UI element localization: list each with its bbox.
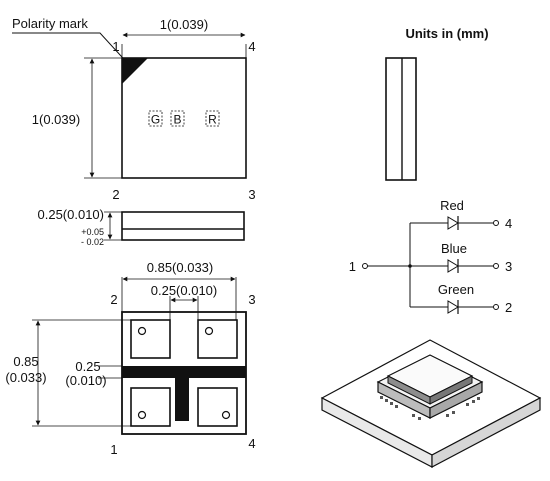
terminal-common (362, 263, 368, 269)
pad-top-left (130, 319, 171, 359)
diode-green (447, 300, 459, 314)
top-pin-4: 4 (248, 39, 255, 54)
pad-bottom-left (130, 387, 171, 427)
bottom-height-in: (0.033) (5, 370, 46, 385)
terminal-red (493, 220, 499, 226)
side-view-outline (121, 211, 245, 241)
bottom-pin-1: 1 (110, 442, 117, 457)
circuit-schematic: 1 Red 4 Blue 3 Green 2 (349, 198, 512, 315)
package-base-right (429, 381, 483, 419)
green-pin-label: 2 (505, 300, 512, 315)
bottom-pad-span: 0.85(0.033) (147, 260, 214, 275)
terminal-blue (493, 263, 499, 269)
bottom-gap-width: 0.25(0.010) (151, 283, 218, 298)
bottom-gap-height-mm: 0.25 (75, 359, 100, 374)
diode-red (447, 216, 459, 230)
top-view-outline (121, 57, 247, 179)
red-pin-label: 4 (505, 216, 512, 231)
bottom-height-mm: 0.85 (13, 354, 38, 369)
blue-led-label: Blue (441, 241, 467, 256)
isometric-package (320, 339, 542, 468)
diode-blue (447, 259, 459, 273)
via-circle (137, 410, 147, 420)
bottom-pin-4: 4 (248, 436, 255, 451)
common-pin-label: 1 (349, 259, 356, 274)
polarity-mark-label: Polarity mark (12, 16, 88, 31)
chip-red-label: R (208, 113, 217, 127)
top-pin-1: 1 (112, 39, 119, 54)
via-circle (221, 410, 231, 420)
side-view: 0.25(0.010) +0.05 - 0.02 (38, 207, 245, 247)
top-height-dimension: 1(0.039) (32, 112, 80, 127)
solder-mask-stem (175, 366, 189, 421)
via-circle (137, 326, 147, 336)
chip-green-label: G (151, 113, 160, 127)
bottom-pin-3: 3 (248, 292, 255, 307)
red-led-label: Red (440, 198, 464, 213)
blue-pin-label: 3 (505, 259, 512, 274)
top-width-dimension: 1(0.039) (160, 17, 208, 32)
green-led-label: Green (438, 282, 474, 297)
pad-top-right (197, 319, 238, 359)
side-profile-outline (385, 57, 417, 181)
bottom-gap-height-in: (0.010) (65, 373, 106, 388)
units-label: Units in (mm) (405, 26, 488, 41)
bottom-view: 0.85(0.033) 0.25(0.010) 0.85 (0.033) 0.2… (5, 260, 255, 457)
side-thickness: 0.25(0.010) (38, 207, 105, 222)
via-circle (204, 326, 214, 336)
terminal-green (493, 304, 499, 310)
side-tolerance-minus: - 0.02 (81, 237, 104, 247)
package-cap-right (429, 375, 473, 405)
solder-pads (380, 396, 480, 420)
chip-blue-label: B (173, 113, 181, 127)
polarity-leader-line (12, 32, 133, 69)
side-tolerance-plus: +0.05 (81, 227, 104, 237)
top-view: Polarity mark 1(0.039) 1(0.039) 1 4 2 3 … (12, 16, 256, 202)
top-pin-2: 2 (112, 187, 119, 202)
pad-bottom-right (197, 387, 238, 427)
top-pin-3: 3 (248, 187, 255, 202)
bottom-pin-2: 2 (110, 292, 117, 307)
board-right-side (431, 397, 541, 468)
side-profile-view (385, 57, 417, 181)
